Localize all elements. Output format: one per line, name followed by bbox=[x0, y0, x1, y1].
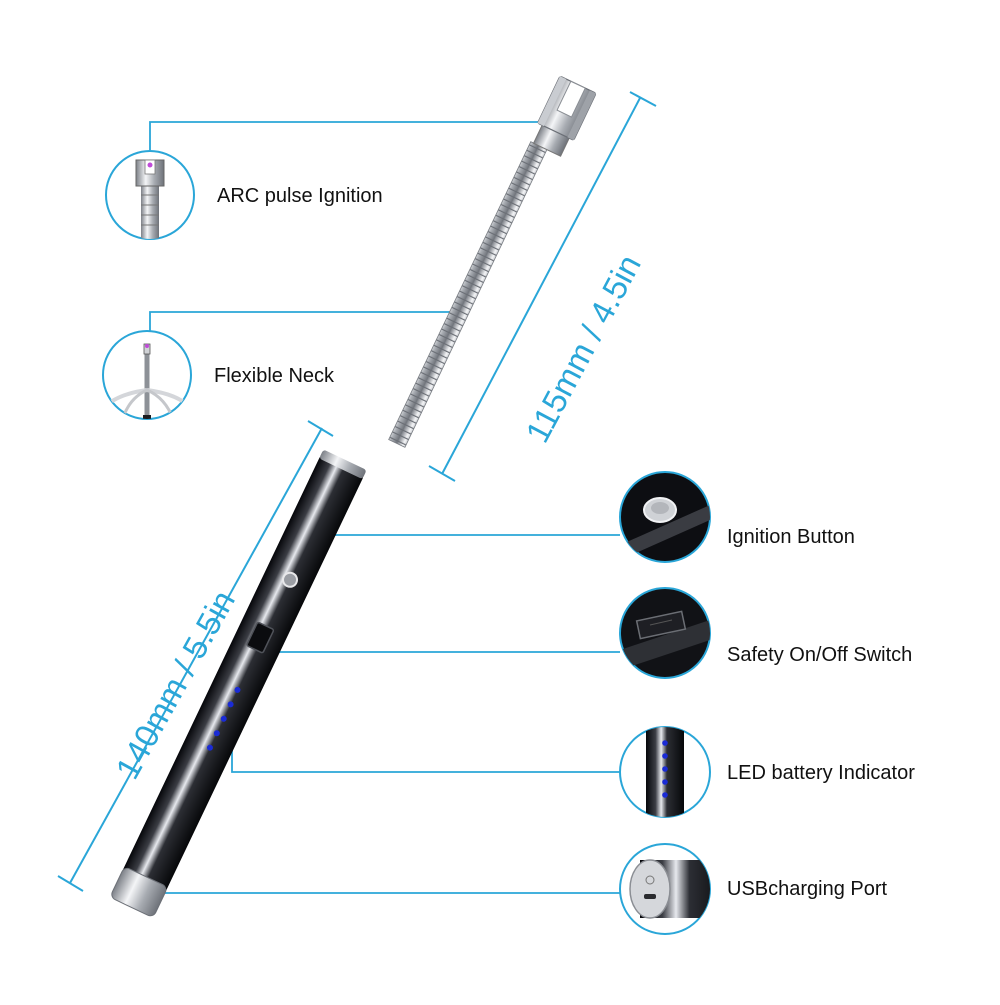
ignition-head bbox=[532, 76, 597, 157]
arc-pulse-ignition-label: ARC pulse Ignition bbox=[217, 185, 383, 207]
safety-switch bbox=[246, 621, 275, 654]
led-indicators bbox=[206, 686, 241, 751]
neck-dimension-line bbox=[428, 91, 657, 482]
lighter-body bbox=[111, 450, 366, 917]
usb-port-thumbnail bbox=[619, 843, 711, 935]
usb-charging-port-label: USBcharging Port bbox=[727, 878, 888, 900]
leader-led bbox=[231, 720, 620, 773]
safety-switch-thumbnail bbox=[619, 587, 711, 679]
ignition-button-thumbnail bbox=[619, 471, 711, 563]
led-indicator-thumbnail bbox=[619, 726, 711, 818]
leader-neck bbox=[149, 311, 455, 332]
lighter bbox=[111, 76, 597, 917]
leader-button bbox=[297, 534, 620, 590]
flexible-neck-label: Flexible Neck bbox=[214, 365, 335, 387]
leader-arc bbox=[149, 121, 545, 150]
arc-ignition-thumbnail bbox=[105, 150, 195, 240]
body-dimension-line bbox=[57, 420, 334, 892]
ignition-button-label: Ignition Button bbox=[727, 526, 855, 548]
led-battery-indicator-label: LED battery Indicator bbox=[727, 762, 915, 784]
ignition-button-hole bbox=[282, 571, 299, 588]
safety-switch-label: Safety On/Off Switch bbox=[727, 644, 913, 666]
flexible-neck bbox=[388, 141, 548, 448]
flexible-neck-thumbnail bbox=[102, 330, 192, 420]
